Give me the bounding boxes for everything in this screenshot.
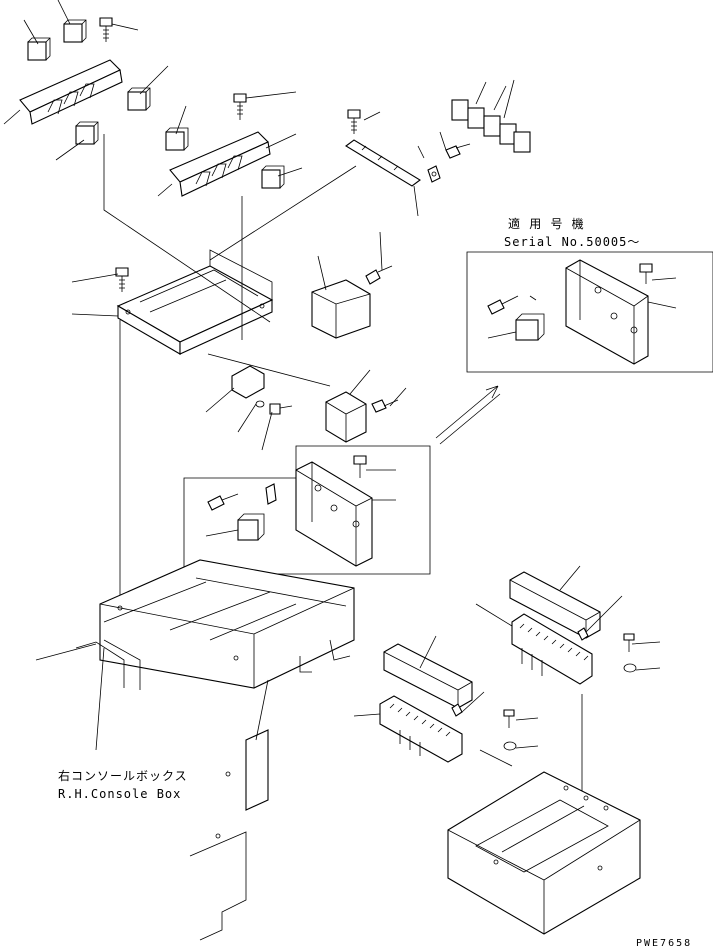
bolt-center-detail [207, 493, 239, 511]
relay-upper-center-2 [261, 165, 285, 189]
relay-bracket-upper-left [19, 59, 123, 125]
clip-right [577, 627, 589, 641]
bolt-center-top [353, 455, 367, 478]
controller-unit [311, 279, 371, 339]
serial-applicable-label: 適 用 号 機 [508, 216, 585, 231]
detail-box-serial [466, 251, 713, 373]
relay-center-detail [237, 513, 265, 541]
relay-base-bracket [116, 249, 274, 355]
rh-console-box [75, 559, 355, 690]
console-box-label-en: R.H.Console Box [58, 787, 181, 801]
terminal-block-right [511, 613, 593, 685]
terminal-block-cover-left [383, 643, 473, 709]
bolt-serial-top [639, 263, 653, 284]
bolt-lower-center [371, 399, 399, 413]
bolt-controller [365, 265, 393, 285]
bolt-small [269, 403, 293, 415]
clip-center-detail [265, 483, 277, 505]
console-box-label-jp: 右コンソールボックス [58, 768, 188, 783]
detail-bracket-center [295, 461, 373, 567]
drawing-code: PWE7658 [636, 938, 692, 949]
clip-relay-strip [427, 165, 441, 183]
relay-upper-left-4 [75, 121, 99, 145]
bolt-relay-strip [347, 109, 361, 134]
detail-bracket-serial [565, 259, 649, 365]
screw-left [503, 709, 515, 728]
relay-strip-bracket [345, 139, 421, 187]
washer-left [503, 741, 517, 751]
connector-small [231, 365, 265, 399]
screw-right [623, 633, 635, 652]
bolt-upper-left [99, 17, 113, 42]
bolt-upper-center [233, 93, 247, 120]
relay-lower-center [325, 391, 367, 443]
terminal-block-cover-right [509, 571, 601, 639]
arrow-to-detail [435, 385, 501, 445]
washer-small [255, 400, 265, 408]
terminal-block-left [379, 695, 463, 763]
washer-right [623, 663, 637, 673]
relay-bracket-upper-center [169, 131, 271, 197]
console-side-panel [189, 679, 269, 941]
terminal-base-plate [447, 771, 641, 935]
relay-serial-detail [515, 313, 545, 341]
screw-relay-strip [445, 143, 471, 159]
relay-upper-left-1 [27, 37, 51, 61]
relay-upper-left-3 [127, 87, 151, 111]
serial-number-label: Serial No.50005～ [504, 235, 640, 249]
relay-row-right [451, 99, 531, 153]
relay-upper-center-1 [165, 127, 189, 151]
bolt-serial-detail [487, 295, 519, 315]
relay-upper-left-2 [63, 19, 87, 43]
bolt-relay-base [115, 267, 129, 292]
